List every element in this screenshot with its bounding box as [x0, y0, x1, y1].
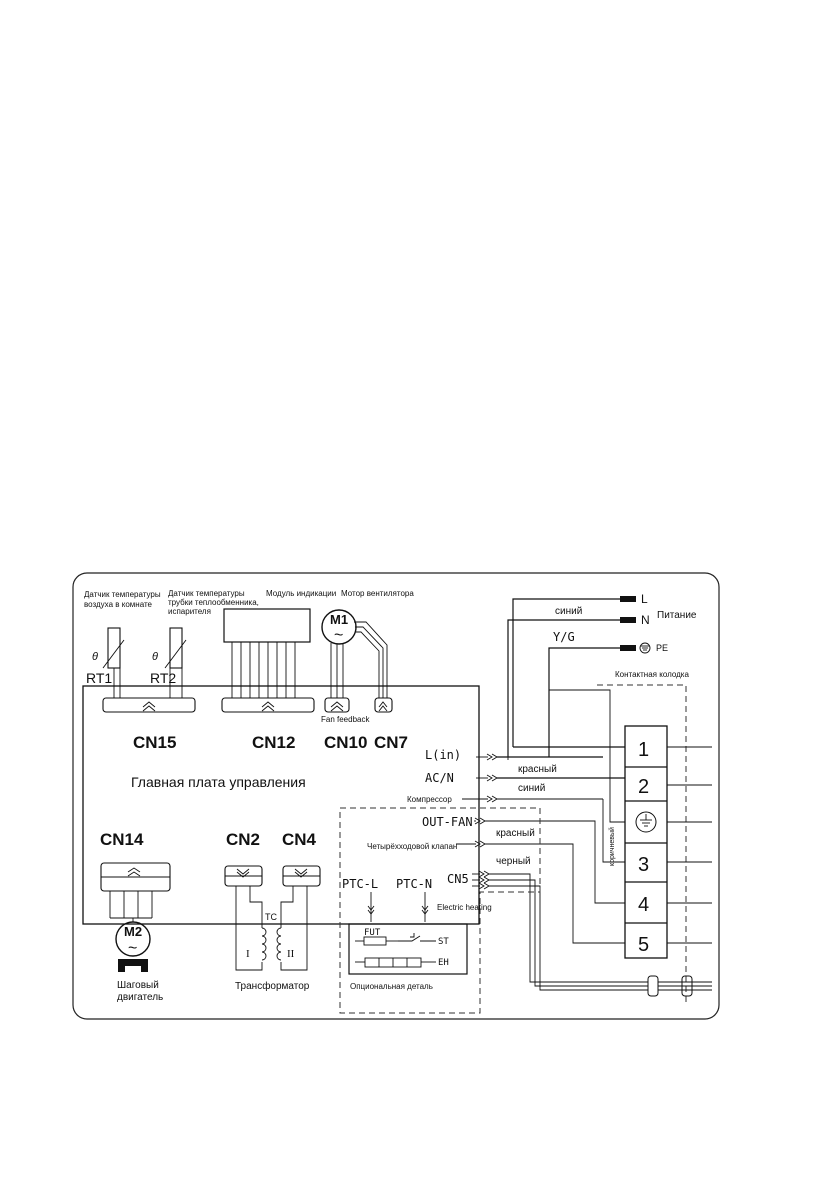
board-wires: [456, 756, 648, 991]
heater-box: [348, 923, 468, 975]
cn7-connector: [374, 697, 393, 713]
stepper-motor-label-1: Шаговый: [117, 980, 159, 991]
rt2-description-line3: испарителя: [168, 607, 211, 616]
display-module: [223, 608, 311, 698]
fut-label: FUT: [364, 928, 381, 938]
rt2-description-line1: Датчик температуры: [168, 589, 245, 598]
cn2-connector: [224, 865, 263, 887]
wire-black-label: черный: [496, 856, 531, 867]
fan-feedback-label: Fan feedback: [321, 715, 370, 724]
svg-text:θ: θ: [92, 651, 98, 663]
optional-part-dashed-region: [339, 807, 541, 1014]
terminal-4-label: 4: [638, 894, 649, 916]
terminal-1-label: 1: [638, 739, 649, 761]
cn15-connector: [102, 686, 196, 713]
main-board-label: Главная плата управления: [131, 774, 306, 790]
wire-yg-label: Y/G: [553, 630, 575, 644]
power-label: Питание: [657, 610, 697, 621]
rt2-label: RT2: [150, 670, 176, 686]
rt2-description-line2: трубки теплообменника,: [168, 598, 259, 607]
transformer-tc: [235, 886, 308, 971]
power-l-label: L: [641, 592, 648, 606]
cn12-label: CN12: [252, 733, 295, 752]
l-in-label: L(in): [425, 748, 461, 762]
power-to-terminal-wires: [507, 620, 625, 823]
wire-blue-label-1: синий: [555, 606, 582, 617]
cn12-connector: [221, 697, 315, 713]
electric-heating-label: Electric heating: [437, 903, 492, 912]
rt1-label: RT1: [86, 670, 112, 686]
signal-arrows: [474, 753, 498, 890]
power-pe-label: PE: [656, 643, 668, 653]
power-n-label: N: [641, 613, 650, 627]
ac-n-label: AC/N: [425, 771, 454, 785]
terminal-3-label: 3: [638, 854, 649, 876]
rt2-sensor: θ RT2: [150, 627, 187, 686]
rt1-description-line2: воздуха в комнате: [84, 600, 153, 609]
cn10-label: CN10: [324, 733, 367, 752]
cn4-connector: [282, 865, 321, 887]
ptc-l-label: PTC-L: [342, 877, 378, 891]
st-label: ST: [438, 937, 449, 947]
cn14-label: CN14: [100, 830, 144, 849]
cn10-connector: [324, 697, 350, 713]
svg-text:M2: M2: [124, 924, 142, 939]
svg-text:M1: M1: [330, 612, 348, 627]
wire-blue-label-2: синий: [518, 783, 545, 794]
transformer-label: Трансформатор: [235, 980, 310, 992]
rt1-sensor: θ RT1: [86, 627, 125, 686]
tc-label: TC: [265, 912, 277, 922]
four-way-valve-label: Четырёхходовой клапан: [367, 842, 457, 851]
coil-2-label: II: [287, 948, 295, 960]
display-module-description: Модуль индикации: [266, 589, 336, 598]
svg-text:~: ~: [128, 940, 137, 957]
stepper-motor-label-2: двигатель: [117, 992, 163, 1003]
stepper-motor-m2: M2 ~: [115, 921, 151, 972]
coil-1-label: I: [246, 948, 250, 960]
wire-red-label-2: красный: [496, 828, 535, 839]
svg-text:θ: θ: [152, 651, 158, 663]
terminal-block: [624, 725, 712, 991]
cn4-label: CN4: [282, 830, 317, 849]
out-fan-label: OUT-FAN: [422, 815, 473, 829]
cn2-label: CN2: [226, 830, 260, 849]
cn14-connector: [100, 862, 171, 922]
fan-motor-description: Мотор вентилятора: [341, 589, 414, 598]
wire-red-label-1: красный: [518, 764, 557, 775]
terminal-2-label: 2: [638, 776, 649, 798]
cn7-label: CN7: [374, 733, 408, 752]
terminal-block-label: Контактная колодка: [615, 670, 689, 679]
compressor-label: Компрессор: [407, 795, 452, 804]
cn5-label: CN5: [447, 872, 469, 886]
wire-brown-label: коричневый: [608, 827, 616, 866]
ptc-leads: [367, 892, 429, 922]
rt1-description-line1: Датчик температуры: [84, 590, 161, 599]
svg-text:~: ~: [334, 627, 343, 644]
fan-motor-m1: M1 ~: [321, 609, 388, 698]
terminal-5-label: 5: [638, 934, 649, 956]
eh-label: EH: [438, 958, 449, 968]
outdoor-connectors: [647, 975, 693, 997]
cn15-label: CN15: [133, 733, 176, 752]
optional-part-label: Опциональная деталь: [350, 982, 433, 991]
terminal-block-dashed-outline: [597, 684, 687, 1005]
ptc-n-label: PTC-N: [396, 877, 432, 891]
diagram-frame: [72, 572, 720, 1020]
